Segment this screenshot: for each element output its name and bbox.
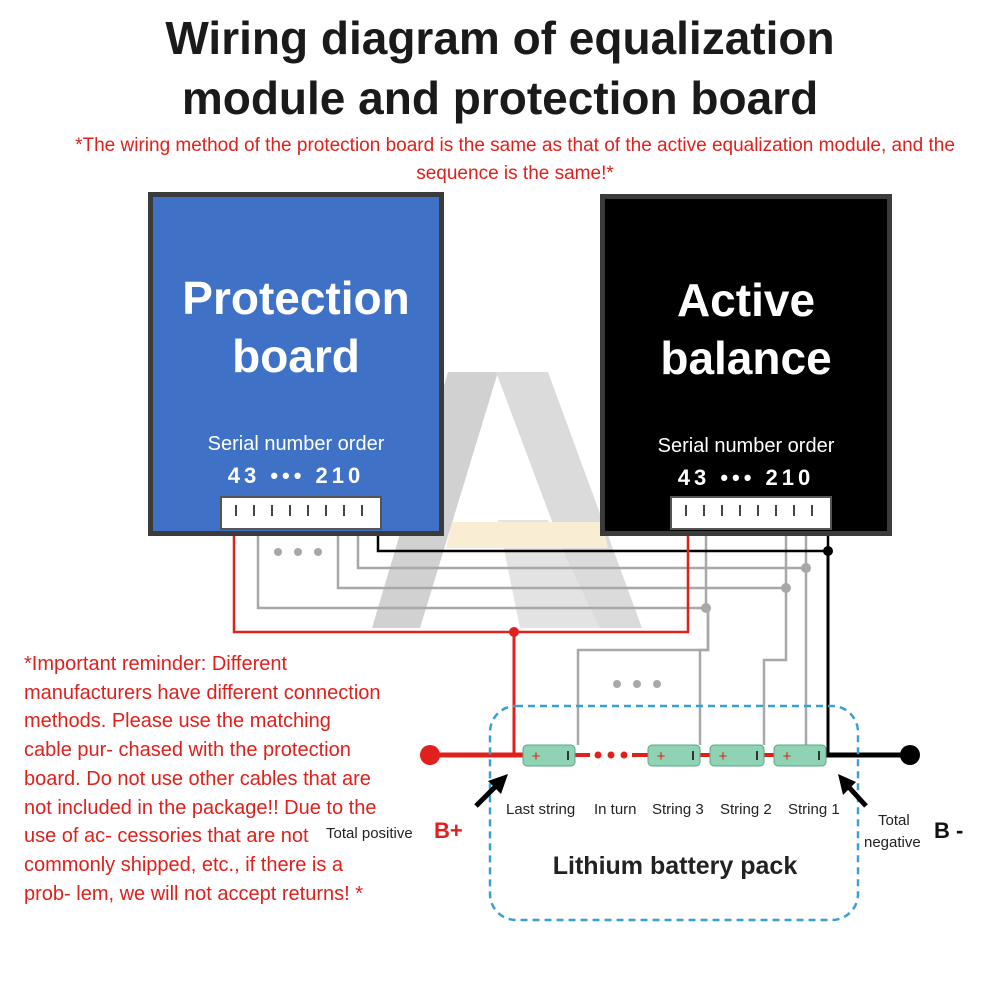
wire-ellipsis-lower — [613, 680, 661, 688]
positive-arrow-icon — [474, 774, 508, 808]
total-negative-label-line2: negative — [864, 834, 921, 851]
balance-wire-2 — [356, 530, 808, 570]
battery-cell-2: + — [709, 744, 765, 767]
protection-board-connector — [220, 496, 382, 530]
negative-sense-wire — [376, 530, 828, 553]
junction-dot — [701, 603, 711, 613]
junction-dot — [781, 583, 791, 593]
serial-order-numbers: 43 ••• 210 — [227, 463, 365, 488]
active-balance-title-line2: balance — [660, 332, 832, 384]
title-line-2: module and protection board — [181, 72, 819, 124]
junction-dot — [801, 563, 811, 573]
svg-text:+: + — [532, 748, 541, 765]
serial-order-label: Serial number order — [207, 433, 385, 455]
watermark-right-stroke — [496, 372, 642, 628]
balance-wire-cell2 — [762, 588, 788, 745]
active-balance-title: Active balance — [605, 271, 887, 387]
wire-ellipsis-upper — [274, 548, 322, 556]
protection-board-title: Protection board — [153, 269, 439, 385]
total-negative-terminal — [900, 745, 920, 765]
battery-cell-3: + — [647, 744, 701, 767]
active-balance-connector — [670, 496, 832, 530]
battery-cell-1: + — [773, 744, 827, 767]
watermark-accent — [446, 522, 608, 548]
label-string-2: String 2 — [720, 801, 772, 818]
balance-wires — [256, 530, 808, 745]
protection-board: Protection board Serial number order 43 … — [148, 192, 444, 536]
label-string-1: String 1 — [788, 801, 840, 818]
total-positive-terminal — [420, 745, 440, 765]
b-plus-symbol: B+ — [434, 818, 463, 843]
battery-pack-title: Lithium battery pack — [552, 852, 798, 880]
wiring-note: *The wiring method of the protection boa… — [75, 135, 955, 184]
label-last-string: Last string — [506, 801, 576, 818]
balance-wire-3 — [336, 530, 788, 590]
watermark-middle-stroke — [498, 520, 600, 628]
total-negative-label-line1: Total — [878, 812, 910, 829]
svg-text:+: + — [783, 748, 792, 765]
protection-board-title-line2: board — [232, 330, 360, 382]
svg-text:+: + — [657, 748, 666, 765]
svg-text:+: + — [719, 748, 728, 765]
balance-junctions — [701, 563, 811, 613]
total-positive-label: Total positive — [326, 825, 413, 842]
active-balance-board: Active balance Serial number order 43 ••… — [600, 194, 892, 536]
b-minus-symbol: B - — [934, 818, 964, 843]
active-balance-title-line1: Active — [676, 274, 816, 326]
label-in-turn: In turn — [594, 801, 637, 818]
serial-order-numbers: 43 ••• 210 — [677, 465, 815, 490]
battery-pack-border — [488, 704, 860, 922]
positive-sense-wire — [232, 530, 690, 634]
cell-ellipsis — [594, 751, 628, 759]
label-string-3: String 3 — [652, 801, 704, 818]
important-reminder: *Important reminder: Different manufactu… — [24, 653, 381, 905]
negative-arrow-icon — [838, 774, 868, 808]
title-line-1: Wiring diagram of equalization — [165, 12, 835, 64]
balance-wire-cell3 — [698, 608, 710, 745]
protection-board-title-line1: Protection — [182, 272, 410, 324]
battery-cell-last: + — [522, 744, 576, 767]
serial-order-label: Serial number order — [657, 435, 835, 457]
